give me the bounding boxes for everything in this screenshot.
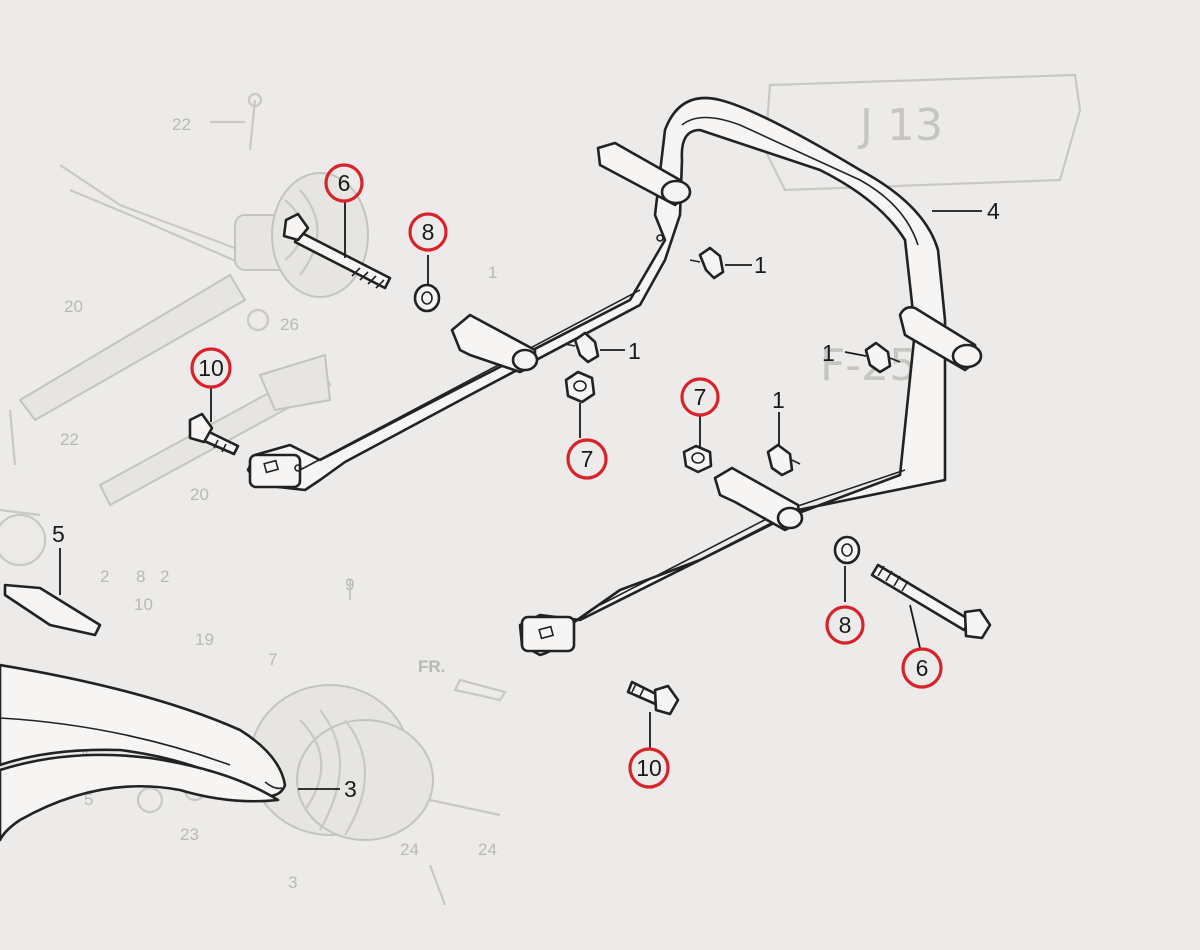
washer-8-lower: [833, 535, 861, 565]
ghost-label-2a: 2: [100, 567, 109, 586]
ghost-label-24b: 24: [400, 840, 419, 859]
ghost-label-10: 10: [134, 595, 153, 614]
red-circle-marker: [901, 647, 943, 689]
ghost-label-3: 3: [288, 873, 297, 892]
callout-1-c: 1: [822, 340, 835, 366]
bolt-6-upper: [282, 212, 392, 290]
callout-6-lower: 6: [901, 647, 943, 689]
ghost-label-23: 23: [180, 825, 199, 844]
callout-8-lower: 8: [825, 605, 865, 645]
callout-label: 8: [839, 612, 852, 638]
callout-label: 8: [422, 219, 435, 245]
callout-4: 4: [987, 198, 1000, 224]
ghost-label-22b: 22: [60, 430, 79, 449]
callout-1-b: 1: [628, 338, 641, 364]
red-circle-marker: [825, 605, 865, 645]
red-circle-marker: [190, 347, 232, 389]
red-circle-marker: [628, 747, 670, 789]
nut-7-left: [564, 370, 596, 404]
clip-1-c: [864, 341, 901, 374]
ghost-label-22a: 22: [172, 115, 191, 134]
bolt-10-left: [188, 412, 240, 456]
ghost-label-fr: FR.: [418, 657, 445, 676]
callout-label: 10: [198, 355, 224, 381]
grab-rail: [246, 96, 983, 657]
ghost-label-5: 5: [84, 790, 93, 809]
clip-1-d: [766, 443, 801, 477]
leader-lines: [59, 200, 982, 790]
ghost-label-20b: 20: [190, 485, 209, 504]
washer-8-upper: [413, 283, 441, 313]
ghost-label-2b: 2: [160, 567, 169, 586]
callout-6-upper: 6: [324, 163, 364, 203]
callout-10-left: 10: [190, 347, 232, 389]
bolt-6-lower: [870, 563, 992, 640]
callout-10-lower: 10: [628, 747, 670, 789]
nut-7-right: [682, 444, 713, 474]
clip-1-a: [689, 246, 725, 280]
callout-label: 7: [581, 446, 594, 472]
red-circle-marker: [324, 163, 364, 203]
callout-7-left: 7: [566, 438, 608, 480]
callout-label: 10: [636, 755, 662, 781]
ghost-label-8: 8: [136, 567, 145, 586]
reflector-strip: [3, 583, 102, 637]
ghost-label-24a: 24: [478, 840, 497, 859]
ghost-label-7: 7: [268, 650, 277, 669]
rear-fender: [0, 663, 287, 842]
red-circle-marker: [566, 438, 608, 480]
callout-1-d: 1: [772, 387, 785, 413]
ghost-label-19: 19: [195, 630, 214, 649]
callout-5: 5: [52, 521, 65, 547]
clip-1-b: [564, 331, 600, 364]
ghost-label-20a: 20: [64, 297, 83, 316]
page-code-text: J 13: [857, 100, 943, 151]
red-circle-marker: [680, 377, 720, 417]
callout-3: 3: [344, 776, 357, 802]
ghost-label-1: 1: [488, 263, 497, 282]
bolt-10-lower: [626, 680, 680, 716]
callout-8-upper: 8: [408, 212, 448, 252]
red-circle-marker: [408, 212, 448, 252]
ghost-label-26: 26: [280, 315, 299, 334]
callout-label: 6: [916, 655, 929, 681]
callout-label: 7: [694, 384, 707, 410]
callout-1-a: 1: [754, 252, 767, 278]
callout-7-right: 7: [680, 377, 720, 417]
callout-label: 6: [338, 170, 351, 196]
